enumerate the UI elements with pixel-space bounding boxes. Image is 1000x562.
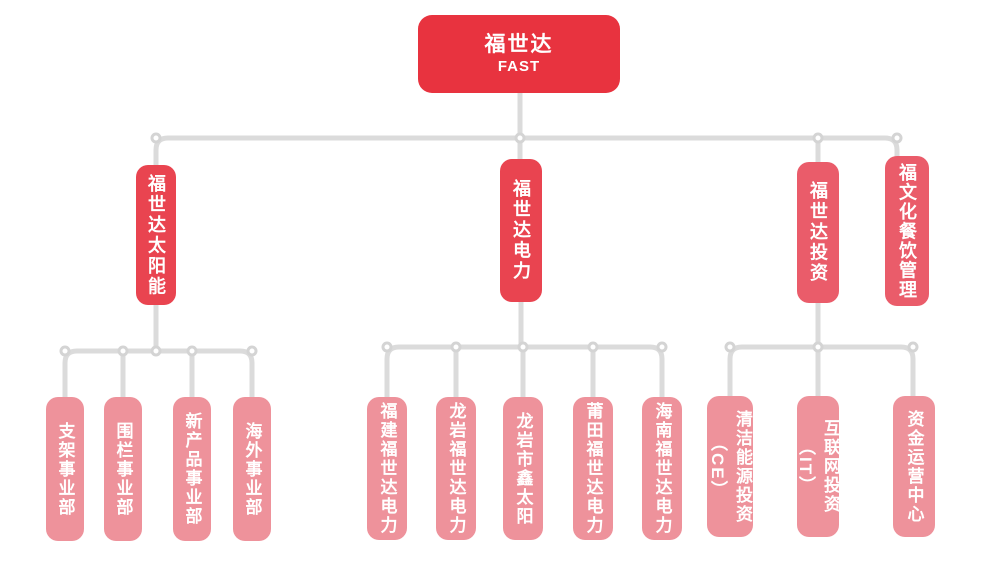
org-node-label: 海南福世达电力 <box>652 402 672 535</box>
org-node-branch-power[interactable]: 福世达电力 <box>500 159 542 302</box>
org-node-label: 支架事业部 <box>55 421 75 517</box>
org-node-label-suffix: （IT） <box>796 437 815 496</box>
org-node-label: 新产品事业部 <box>182 412 202 526</box>
org-node-branch-catering[interactable]: 福文化餐饮管理 <box>885 156 929 306</box>
org-node-child[interactable]: 龙岩市鑫太阳 <box>503 397 543 540</box>
org-node-label: 海外事业部 <box>242 421 262 517</box>
org-node-label: 资金运营中心 <box>904 409 924 524</box>
org-node-label-suffix: （CE） <box>708 433 727 500</box>
org-node-branch-investment[interactable]: 福世达投资 <box>797 162 839 303</box>
org-node-child[interactable]: 清洁能源投资 （CE） <box>707 396 753 537</box>
org-node-label: 龙岩市鑫太阳 <box>513 411 533 526</box>
org-node-label: 莆田福世达电力 <box>583 402 603 535</box>
org-node-child[interactable]: 新产品事业部 <box>173 397 211 541</box>
org-node-branch-solar[interactable]: 福世达太阳能 <box>136 165 176 305</box>
org-node-label: 福世达电力 <box>511 179 531 282</box>
org-node-label: 龙岩福世达电力 <box>446 402 466 535</box>
org-node-label: 福文化餐饮管理 <box>897 162 917 300</box>
org-node-label: 福世达太阳能 <box>146 173 166 297</box>
org-node-child[interactable]: 龙岩福世达电力 <box>436 397 476 540</box>
org-node-label: 福建福世达电力 <box>377 402 397 535</box>
org-node-label: 福世达投资 <box>808 181 828 284</box>
org-node-child[interactable]: 福建福世达电力 <box>367 397 407 540</box>
org-node-child[interactable]: 支架事业部 <box>46 397 84 541</box>
org-node-root-label: 福世达 <box>484 33 554 56</box>
org-node-child[interactable]: 互联网投资 （IT） <box>796 396 840 537</box>
org-node-child[interactable]: 海外事业部 <box>233 397 271 541</box>
org-node-label: 互联网投资 <box>821 419 840 514</box>
org-node-root-subtitle: FAST <box>497 58 541 75</box>
org-node-label: 围栏事业部 <box>113 421 133 517</box>
org-node-label: 清洁能源投资 <box>733 409 752 524</box>
org-node-child[interactable]: 围栏事业部 <box>104 397 142 541</box>
org-node-child[interactable]: 海南福世达电力 <box>642 397 682 540</box>
org-node-root[interactable]: 福世达 FAST <box>418 15 620 93</box>
org-node-child[interactable]: 资金运营中心 <box>893 396 935 537</box>
org-node-child[interactable]: 莆田福世达电力 <box>573 397 613 540</box>
